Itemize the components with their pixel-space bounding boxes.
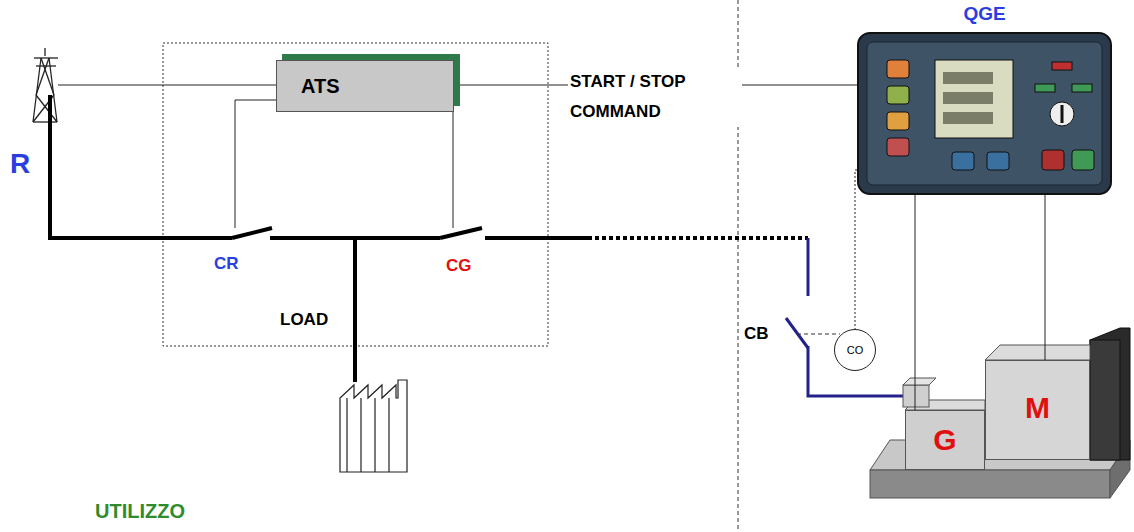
led — [1072, 84, 1092, 92]
genset-symbol — [870, 328, 1130, 498]
node-label: ATS — [301, 75, 340, 98]
ats-box: ATS — [276, 60, 454, 112]
factory-symbol — [340, 380, 407, 472]
cable-line — [595, 236, 808, 240]
generator-block: G — [905, 410, 985, 470]
node-label: M — [1025, 391, 1050, 425]
run-button — [1042, 150, 1064, 170]
panel-frame — [858, 33, 1111, 194]
stop-button — [1072, 150, 1094, 170]
node-label: QGE — [963, 3, 1005, 25]
nav-button — [987, 152, 1009, 170]
mode-button — [887, 86, 909, 104]
trip-link — [797, 334, 840, 335]
control-wire — [235, 100, 280, 228]
power-bus — [50, 95, 592, 382]
mains-sense-wire — [58, 85, 276, 86]
led — [1035, 84, 1055, 92]
controller-face — [857, 32, 1112, 195]
lcd-digits — [943, 92, 993, 104]
breaker-symbol — [786, 238, 906, 396]
edge-label: START / STOP COMMAND — [568, 67, 742, 127]
lcd-screen — [935, 60, 1013, 138]
key-switch — [1061, 105, 1064, 123]
coil-circle: CO — [834, 329, 876, 371]
key-switch — [1050, 102, 1074, 126]
mode-button — [887, 60, 909, 78]
mode-button — [887, 138, 909, 156]
panel-face — [867, 42, 1102, 185]
load-name: UTILIZZO — [95, 500, 185, 523]
nav-button — [952, 152, 974, 170]
load-label: LOAD — [280, 310, 328, 330]
pylon-symbol — [33, 48, 58, 122]
engine-block: M — [985, 360, 1090, 460]
switch-label: CG — [446, 256, 472, 276]
connector-wire — [915, 195, 916, 410]
controller-panel: QGE — [857, 32, 1112, 195]
lcd-digits — [943, 72, 993, 84]
source-label: R — [10, 148, 30, 180]
mode-button — [887, 112, 909, 130]
control-wire — [452, 100, 453, 228]
breaker-label: CB — [744, 324, 769, 344]
node-label: G — [933, 423, 956, 457]
connector-wire — [855, 170, 857, 329]
node-label: CO — [847, 344, 864, 356]
switch-label: CR — [214, 254, 239, 274]
connector-wire — [1045, 195, 1046, 360]
lcd-digits — [943, 112, 993, 124]
led — [1052, 62, 1072, 70]
